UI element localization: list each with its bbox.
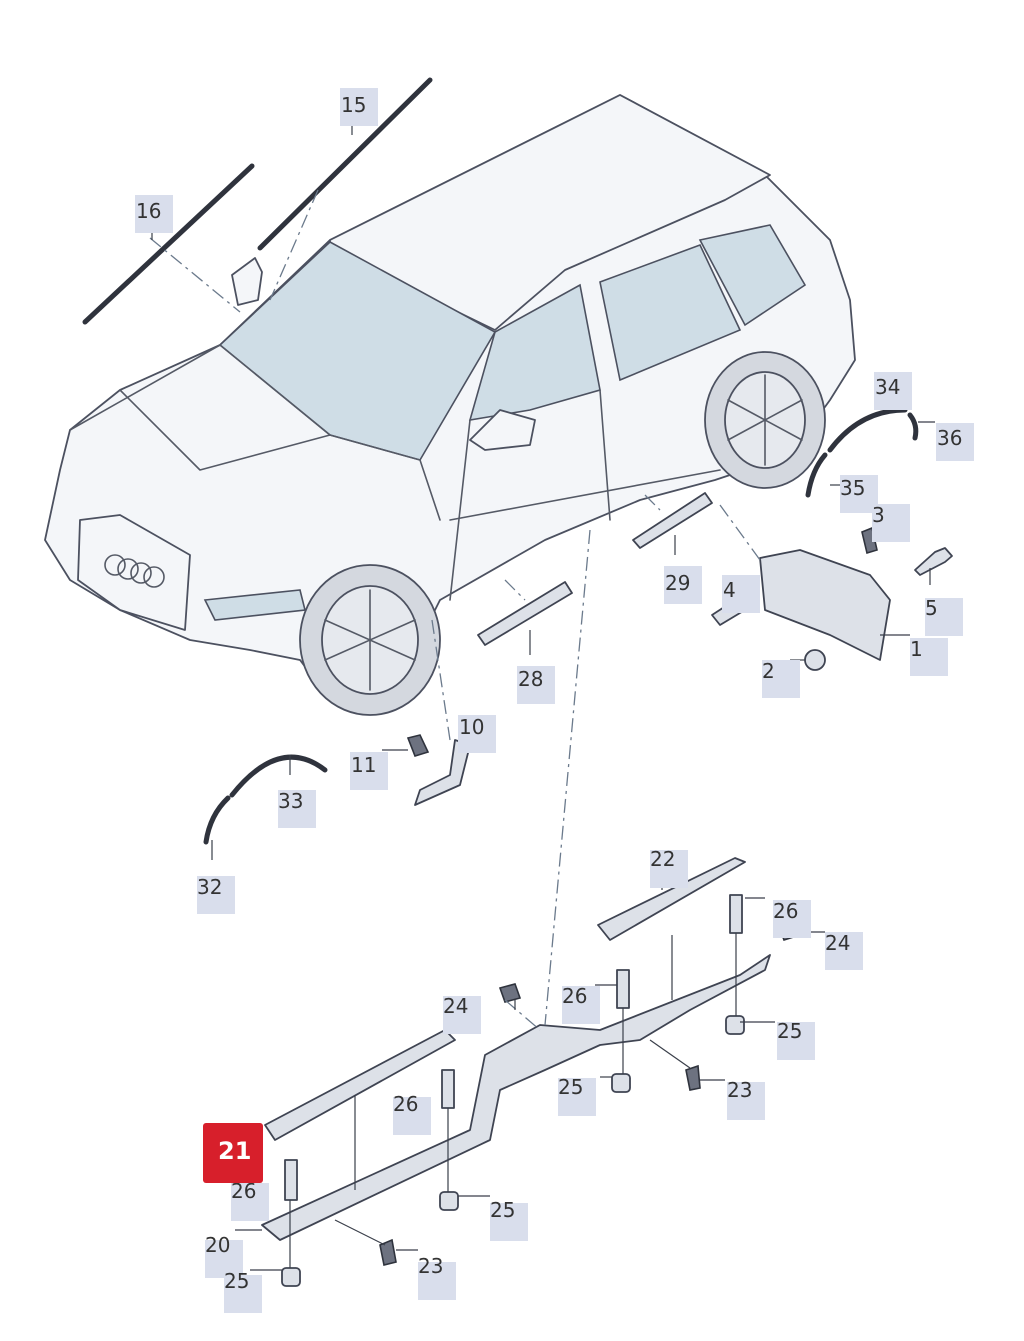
callout-36: 36: [936, 423, 974, 461]
caps-25: [281, 1015, 745, 1287]
callout-2: 2: [762, 659, 800, 698]
sill-trim-20: [264, 1029, 456, 1141]
callout-1: 1: [910, 637, 948, 676]
mud-flap-1: [759, 549, 891, 661]
svg-text:32: 32: [197, 875, 222, 899]
svg-text:28: 28: [518, 667, 543, 691]
sill-moulding-29: [632, 492, 713, 549]
screw-5: [914, 547, 953, 576]
highlight-badge-21[interactable]: 21: [203, 1123, 263, 1183]
callout-26-d: 26: [231, 1179, 269, 1221]
callout-24-a: 24: [825, 931, 863, 970]
svg-text:2: 2: [762, 659, 775, 683]
svg-text:23: 23: [418, 1254, 443, 1278]
bracket-10: [414, 739, 471, 806]
svg-text:4: 4: [723, 578, 736, 602]
svg-text:10: 10: [459, 715, 484, 739]
svg-text:29: 29: [665, 571, 690, 595]
callout-24-b: 24: [443, 994, 481, 1034]
callout-4: 4: [722, 575, 760, 613]
svg-text:33: 33: [278, 789, 303, 813]
svg-text:35: 35: [840, 476, 865, 500]
svg-text:16: 16: [136, 199, 161, 223]
svg-text:26: 26: [393, 1092, 418, 1116]
callout-5: 5: [925, 596, 963, 636]
callout-34: 34: [874, 372, 912, 410]
sill-panel-21: [261, 954, 771, 1241]
callout-26-c: 26: [393, 1092, 431, 1135]
wheel-arch-trim-36: [907, 412, 919, 441]
callout-22: 22: [650, 847, 688, 888]
svg-text:26: 26: [773, 899, 798, 923]
svg-text:11: 11: [351, 753, 376, 777]
audi-rings: [104, 554, 165, 588]
svg-text:25: 25: [558, 1075, 583, 1099]
svg-text:22: 22: [650, 847, 675, 871]
clip-11: [406, 734, 430, 757]
assembly-lines: [149, 189, 761, 1031]
mirror-part: [231, 257, 263, 306]
callout-33: 33: [278, 789, 316, 828]
svg-text:24: 24: [825, 931, 850, 955]
callout-25-c: 25: [490, 1198, 528, 1241]
callout-15: 15: [340, 88, 378, 126]
callout-25-d: 25: [224, 1269, 262, 1313]
callout-25-b: 25: [558, 1075, 596, 1116]
wheel-arch-trim-32: [203, 795, 231, 845]
callout-25-a: 25: [777, 1019, 815, 1060]
callout-16: 16: [135, 195, 173, 233]
svg-text:25: 25: [490, 1198, 515, 1222]
callout-32: 32: [197, 875, 235, 914]
callout-23-a: 23: [727, 1078, 765, 1120]
callout-10: 10: [458, 715, 496, 753]
svg-text:3: 3: [872, 503, 885, 527]
callout-26-b: 26: [562, 984, 600, 1024]
screws-26: [284, 894, 743, 1201]
svg-text:20: 20: [205, 1233, 230, 1257]
svg-text:21: 21: [218, 1137, 251, 1165]
callout-26-a: 26: [773, 899, 811, 938]
wheel-arch-trim-33: [229, 754, 328, 798]
svg-text:1: 1: [910, 637, 923, 661]
callout-28: 28: [517, 666, 555, 704]
callout-20: 20: [205, 1233, 243, 1278]
nut-2: [804, 649, 826, 671]
sill-moulding-28: [477, 581, 573, 646]
sill-trim-22: [597, 857, 746, 941]
front-wheel: [299, 564, 441, 716]
rear-wheel: [704, 351, 826, 489]
car-illustration: [44, 77, 856, 716]
wheel-arch-trim-34: [827, 407, 908, 453]
callout-23-b: 23: [418, 1254, 456, 1300]
svg-text:25: 25: [224, 1269, 249, 1293]
callout-11: 11: [350, 752, 388, 790]
svg-text:24: 24: [443, 994, 468, 1018]
callouts: 16 15 34 36 35 3 29 4 5 1 2 28 10 11 33 …: [135, 88, 974, 1313]
svg-text:36: 36: [937, 426, 962, 450]
svg-text:26: 26: [562, 984, 587, 1008]
svg-text:25: 25: [777, 1019, 802, 1043]
svg-text:5: 5: [925, 596, 938, 620]
svg-text:34: 34: [875, 375, 900, 399]
callout-29: 29: [664, 566, 702, 604]
wheel-arch-trim-35: [805, 452, 828, 498]
callout-35: 35: [840, 475, 878, 513]
svg-text:15: 15: [341, 93, 366, 117]
svg-text:23: 23: [727, 1078, 752, 1102]
callout-3: 3: [872, 503, 910, 542]
